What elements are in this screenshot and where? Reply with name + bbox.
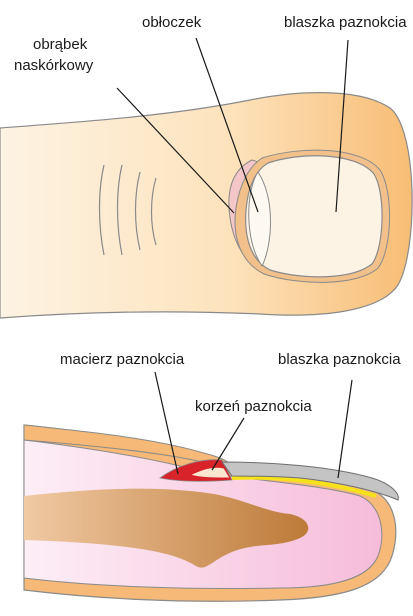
label-blaszka-bottom: blaszka paznokcia	[278, 351, 401, 368]
label-macierz: macierz paznokcia	[60, 351, 184, 368]
label-korzen: korzeń paznokcia	[195, 398, 312, 415]
label-obrabek-line2: naskórkowy	[14, 57, 93, 74]
label-obrabek-line1: obrąbek	[33, 36, 87, 53]
label-obloczek: obłoczek	[142, 14, 201, 31]
top-finger-illustration	[0, 38, 412, 318]
label-blaszka-top: blaszka paznokcia	[284, 14, 407, 31]
